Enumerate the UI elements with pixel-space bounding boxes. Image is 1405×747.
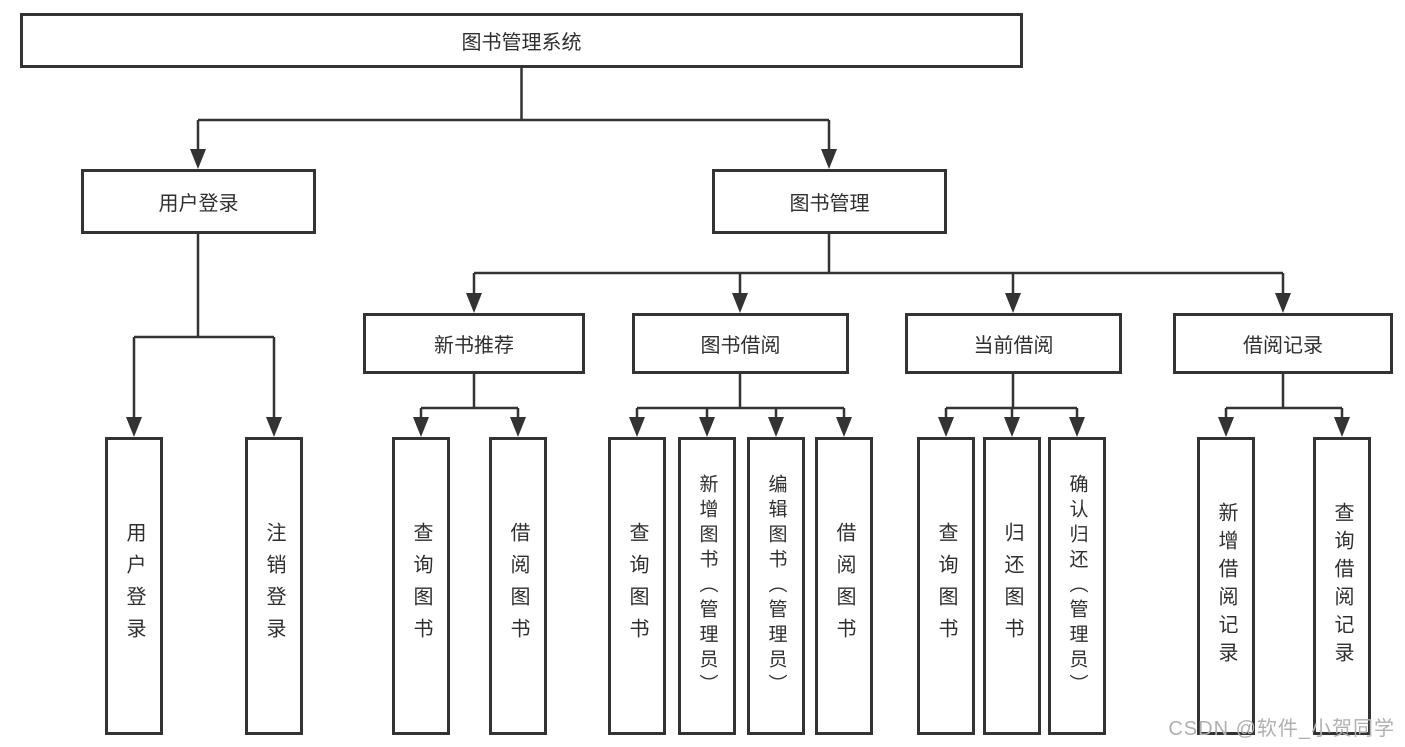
leaf-borrow-query-books-label: 查询图书 (626, 522, 648, 650)
leaf-borrow-borrow-books: 借阅图书 (815, 437, 873, 735)
leaf-logout-login: 注销登录 (245, 437, 303, 735)
node-user-login-label: 用户登录 (158, 193, 239, 215)
leaf-recommend-borrow-books-label: 借阅图书 (507, 522, 529, 650)
leaf-recommend-borrow-books: 借阅图书 (489, 437, 547, 735)
node-current-borrow: 当前借阅 (905, 313, 1122, 374)
leaf-recommend-query-books-label: 查询图书 (410, 522, 432, 650)
node-root: 图书管理系统 (20, 13, 1023, 68)
leaf-current-return-books-label: 归还图书 (1001, 522, 1023, 650)
leaf-records-query-record: 查询借阅记录 (1313, 437, 1371, 735)
leaf-borrow-edit-books-admin: 编辑图书（管理员） (747, 437, 805, 735)
leaf-records-query-record-label: 查询借阅记录 (1331, 502, 1353, 670)
leaf-current-confirm-return-admin-label: 确认归还（管理员） (1066, 473, 1088, 699)
node-new-book-recommend: 新书推荐 (363, 313, 585, 374)
leaf-current-query-books: 查询图书 (917, 437, 975, 735)
leaf-borrow-query-books: 查询图书 (608, 437, 666, 735)
leaf-records-add-record-label: 新增借阅记录 (1215, 502, 1237, 670)
arrowheads (126, 149, 1350, 437)
leaf-borrow-borrow-books-label: 借阅图书 (833, 522, 855, 650)
leaf-logout-login-label: 注销登录 (263, 522, 285, 650)
leaf-records-add-record: 新增借阅记录 (1197, 437, 1255, 735)
node-book-borrow-label: 图书借阅 (700, 335, 781, 357)
node-book-borrow: 图书借阅 (632, 313, 849, 374)
leaf-current-return-books: 归还图书 (983, 437, 1041, 735)
leaf-borrow-add-books-admin: 新增图书（管理员） (678, 437, 736, 735)
leaf-user-login: 用户登录 (105, 437, 163, 735)
node-book-management-label: 图书管理 (789, 193, 870, 215)
node-user-login: 用户登录 (81, 169, 316, 234)
csdn-watermark: CSDN @软件_小贺同学 (1168, 718, 1395, 740)
node-new-book-recommend-label: 新书推荐 (434, 335, 514, 357)
node-root-label: 图书管理系统 (461, 32, 582, 54)
node-borrow-records-label: 借阅记录 (1243, 335, 1323, 357)
leaf-borrow-add-books-admin-label: 新增图书（管理员） (696, 473, 718, 699)
node-borrow-records: 借阅记录 (1173, 313, 1393, 374)
leaf-borrow-edit-books-admin-label: 编辑图书（管理员） (765, 473, 787, 699)
node-current-borrow-label: 当前借阅 (973, 335, 1054, 357)
leaf-current-confirm-return-admin: 确认归还（管理员） (1048, 437, 1106, 735)
leaf-user-login-label: 用户登录 (123, 522, 145, 650)
leaf-recommend-query-books: 查询图书 (392, 437, 450, 735)
node-book-management: 图书管理 (712, 169, 947, 234)
leaf-current-query-books-label: 查询图书 (935, 522, 957, 650)
